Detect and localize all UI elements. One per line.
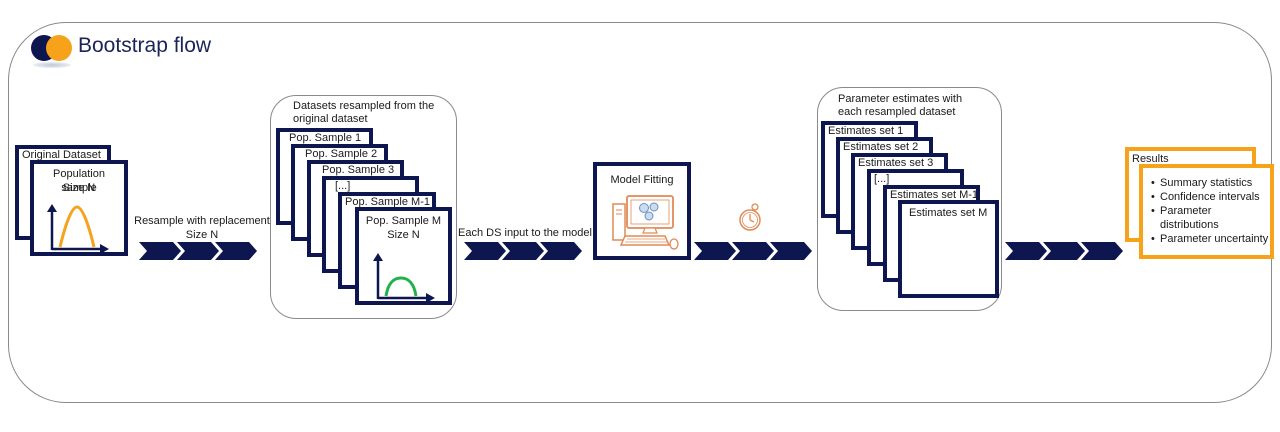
estimates-group-caption: Parameter estimates with each resampled … bbox=[838, 93, 962, 119]
computer-gears-icon bbox=[612, 195, 679, 250]
estimates-set-label: Estimates set 2 bbox=[843, 141, 919, 153]
results-item: Parameter uncertainty bbox=[1151, 232, 1270, 246]
distribution-curve-green-icon bbox=[373, 253, 435, 301]
estimates-set-label: Estimates set M bbox=[909, 207, 988, 219]
stopwatch-icon bbox=[739, 203, 761, 231]
pop-sample-label: Pop. Sample M-1 bbox=[345, 196, 430, 208]
chevron-segment bbox=[540, 242, 582, 260]
estimates-set-label: Estimates set M-1 bbox=[890, 189, 979, 201]
chevron-segment bbox=[139, 242, 181, 260]
pop-sample-m-card: Pop. Sample M Size N bbox=[355, 207, 452, 305]
logo-shadow bbox=[33, 62, 71, 68]
chevron-segment bbox=[464, 242, 506, 260]
model-fitting-title: Model Fitting bbox=[610, 174, 674, 186]
pop-sample-m-size: Size N bbox=[387, 229, 420, 241]
chevron-segment bbox=[502, 242, 544, 260]
original-dataset-label: Original Dataset bbox=[22, 149, 101, 161]
chevron-segment bbox=[177, 242, 219, 260]
resampled-caption-line1: Datasets resampled from the bbox=[293, 100, 435, 112]
chevron-arrow-4 bbox=[1005, 242, 1123, 260]
estimates-set-m-card: Estimates set M bbox=[898, 200, 999, 298]
pop-sample-m-title: Pop. Sample M bbox=[365, 215, 442, 227]
estimates-caption-line1: Parameter estimates with bbox=[838, 93, 963, 105]
pop-sample-label: Pop. Sample 2 bbox=[305, 148, 378, 160]
chevron-segment bbox=[1043, 242, 1085, 260]
population-sample-size: Size N bbox=[62, 182, 96, 194]
results-list-card: Summary statistics Confidence intervals … bbox=[1139, 164, 1274, 259]
distribution-curve-orange-icon bbox=[47, 204, 109, 252]
estimates-set-label: [...] bbox=[874, 173, 890, 185]
results-list: Summary statistics Confidence intervals … bbox=[1151, 176, 1270, 246]
chevron-segment bbox=[215, 242, 257, 260]
resample-caption-line2: Size N bbox=[185, 229, 219, 241]
chevron-segment bbox=[1005, 242, 1047, 260]
chevron-segment bbox=[694, 242, 736, 260]
resample-caption-line1: Resample with replacement bbox=[134, 215, 270, 227]
model-fitting-card: Model Fitting bbox=[593, 162, 691, 260]
results-title: Results bbox=[1132, 153, 1169, 165]
chevron-arrow-3 bbox=[694, 242, 812, 260]
estimates-set-label: Estimates set 3 bbox=[858, 157, 934, 169]
resampled-group-caption: Datasets resampled from the original dat… bbox=[293, 100, 434, 126]
chevron-segment bbox=[770, 242, 812, 260]
chevron-arrow-1 bbox=[139, 242, 257, 260]
chevron-segment bbox=[732, 242, 774, 260]
chevron-arrow-2 bbox=[464, 242, 582, 260]
pop-sample-label: [...] bbox=[335, 180, 351, 192]
population-sample-card: Population sample Size N bbox=[30, 160, 128, 256]
pop-sample-label: Pop. Sample 3 bbox=[322, 164, 395, 176]
logo-orange-circle-icon bbox=[46, 35, 72, 61]
pop-sample-label: Pop. Sample 1 bbox=[289, 132, 362, 144]
estimates-caption-line2: each resampled dataset bbox=[838, 106, 956, 118]
chevron-segment bbox=[1081, 242, 1123, 260]
results-item: Parameter distributions bbox=[1151, 204, 1240, 232]
population-sample-title: Population sample bbox=[53, 168, 105, 194]
results-item: Confidence intervals bbox=[1151, 190, 1270, 204]
resample-caption: Resample with replacement Size N bbox=[132, 214, 272, 242]
results-item: Summary statistics bbox=[1151, 176, 1270, 190]
each-ds-caption: Each DS input to the model bbox=[458, 227, 592, 239]
page-title: Bootstrap flow bbox=[78, 34, 212, 57]
resampled-caption-line2: original dataset bbox=[293, 113, 368, 125]
estimates-set-label: Estimates set 1 bbox=[828, 125, 904, 137]
